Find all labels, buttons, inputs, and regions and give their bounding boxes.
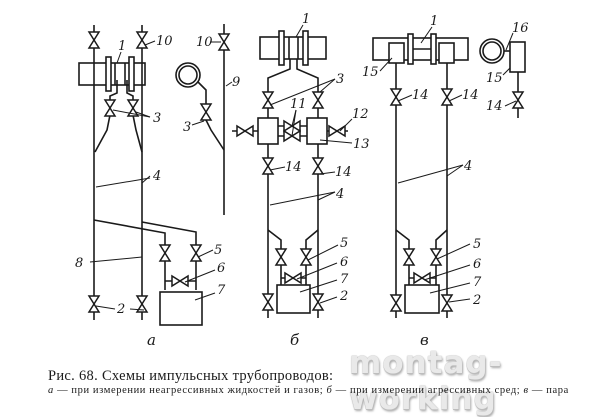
orifice-flange-right bbox=[128, 56, 135, 92]
caption-letter-v: в bbox=[523, 385, 529, 396]
callout-1: 1 bbox=[302, 12, 310, 27]
equalizing-valve-icon bbox=[413, 272, 431, 284]
drain-valve-icon bbox=[88, 295, 100, 313]
scheme-b-label: б bbox=[290, 331, 300, 349]
instrument-box bbox=[276, 284, 311, 314]
callout-4: 4 bbox=[335, 187, 344, 202]
valve-14-icon bbox=[390, 88, 402, 106]
valve-5-icon bbox=[430, 248, 442, 266]
valve-14-icon bbox=[312, 157, 324, 175]
caption-text-v: — пара bbox=[528, 385, 569, 396]
figure-caption-detail: а — при измерении неагрессивных жидкосте… bbox=[48, 385, 569, 396]
impulse-piping-diagram: 1 10 3 4 8 2 5 6 7 а 10 9 3 bbox=[75, 12, 529, 349]
callout-3: 3 bbox=[183, 120, 191, 135]
callout-6: 6 bbox=[217, 261, 225, 276]
scheme-a: 1 10 3 4 8 2 5 6 7 а 10 9 3 bbox=[75, 24, 240, 349]
separation-vessel bbox=[257, 117, 279, 145]
callout-6: 6 bbox=[473, 257, 481, 272]
instrument-box bbox=[159, 291, 203, 326]
drain-valve-icon bbox=[441, 294, 453, 312]
callout-4: 4 bbox=[463, 159, 472, 174]
callout-5: 5 bbox=[473, 237, 481, 252]
fill-valve-icon bbox=[328, 125, 346, 137]
drain-valve-icon bbox=[390, 294, 402, 312]
callout-3: 3 bbox=[336, 72, 344, 87]
callout-2: 2 bbox=[116, 302, 125, 317]
figure-caption-title: Рис. 68. Схемы импульсных трубопроводов: bbox=[48, 368, 334, 384]
vent-valve-icon bbox=[136, 31, 148, 49]
callout-15: 15 bbox=[362, 65, 379, 80]
scheme-v: 1 15 14 14 4 5 6 7 2 16 15 14 в bbox=[362, 14, 529, 349]
orifice-flange-left bbox=[105, 56, 112, 92]
callout-16: 16 bbox=[512, 21, 529, 36]
shutoff-valve-icon bbox=[312, 91, 324, 109]
callout-2: 2 bbox=[339, 289, 348, 304]
callout-8: 8 bbox=[75, 256, 83, 271]
valve-5-icon bbox=[403, 248, 415, 266]
callout-14: 14 bbox=[285, 160, 302, 175]
callout-14: 14 bbox=[486, 99, 503, 114]
shutoff-valve-icon bbox=[200, 103, 212, 121]
valve-14-icon bbox=[441, 88, 453, 106]
caption-letter-b: б bbox=[326, 385, 333, 396]
valve-5-icon bbox=[300, 248, 312, 266]
callout-14: 14 bbox=[335, 165, 352, 180]
valve-14-icon bbox=[512, 91, 524, 109]
process-pipe bbox=[259, 36, 327, 60]
callout-13: 13 bbox=[353, 137, 370, 152]
scheme-a-label: а bbox=[147, 331, 156, 349]
valve-5-icon bbox=[190, 244, 202, 262]
scheme-v-label: в bbox=[420, 331, 429, 349]
caption-text-a: — при измерении неагрессивных жидкостей … bbox=[53, 385, 327, 396]
valve-5-icon bbox=[275, 248, 287, 266]
callout-10: 10 bbox=[196, 35, 213, 50]
callout-12: 12 bbox=[352, 107, 369, 122]
valve-14-icon bbox=[262, 157, 274, 175]
callout-4: 4 bbox=[152, 169, 161, 184]
shutoff-valve-icon bbox=[104, 99, 116, 117]
callout-5: 5 bbox=[340, 236, 348, 251]
drain-valve-icon bbox=[262, 293, 274, 311]
fill-valve-icon bbox=[236, 125, 254, 137]
callout-5: 5 bbox=[214, 243, 222, 258]
callout-14: 14 bbox=[412, 88, 429, 103]
callout-10: 10 bbox=[156, 34, 173, 49]
callout-7: 7 bbox=[217, 283, 226, 298]
callout-2: 2 bbox=[472, 293, 481, 308]
callout-1: 1 bbox=[118, 39, 126, 54]
condensation-vessel bbox=[438, 42, 455, 64]
callout-1: 1 bbox=[430, 14, 438, 29]
condensation-vessel bbox=[509, 41, 526, 73]
callout-14: 14 bbox=[462, 88, 479, 103]
equalizing-valve-icon bbox=[171, 275, 189, 287]
valve-5-icon bbox=[159, 244, 171, 262]
vent-valve-icon bbox=[88, 31, 100, 49]
callout-3: 3 bbox=[153, 111, 161, 126]
scheme-b: 1 3 11 12 13 14 14 4 5 6 7 2 б bbox=[232, 12, 370, 349]
callout-7: 7 bbox=[340, 272, 349, 287]
callout-6: 6 bbox=[340, 255, 348, 270]
callout-7: 7 bbox=[473, 275, 482, 290]
callout-11: 11 bbox=[290, 97, 307, 112]
callout-15: 15 bbox=[486, 71, 503, 86]
watermark: montag-working bbox=[349, 345, 503, 417]
caption-letter-a: а bbox=[48, 385, 54, 396]
process-pipe bbox=[78, 62, 146, 86]
instrument-box bbox=[404, 284, 440, 314]
siphon-coil bbox=[175, 62, 201, 88]
caption-text-b: — при измерении агрессивных сред; bbox=[332, 385, 524, 396]
condensation-vessel bbox=[388, 42, 405, 64]
callout-9: 9 bbox=[232, 75, 240, 90]
shutoff-valve-icon bbox=[262, 91, 274, 109]
